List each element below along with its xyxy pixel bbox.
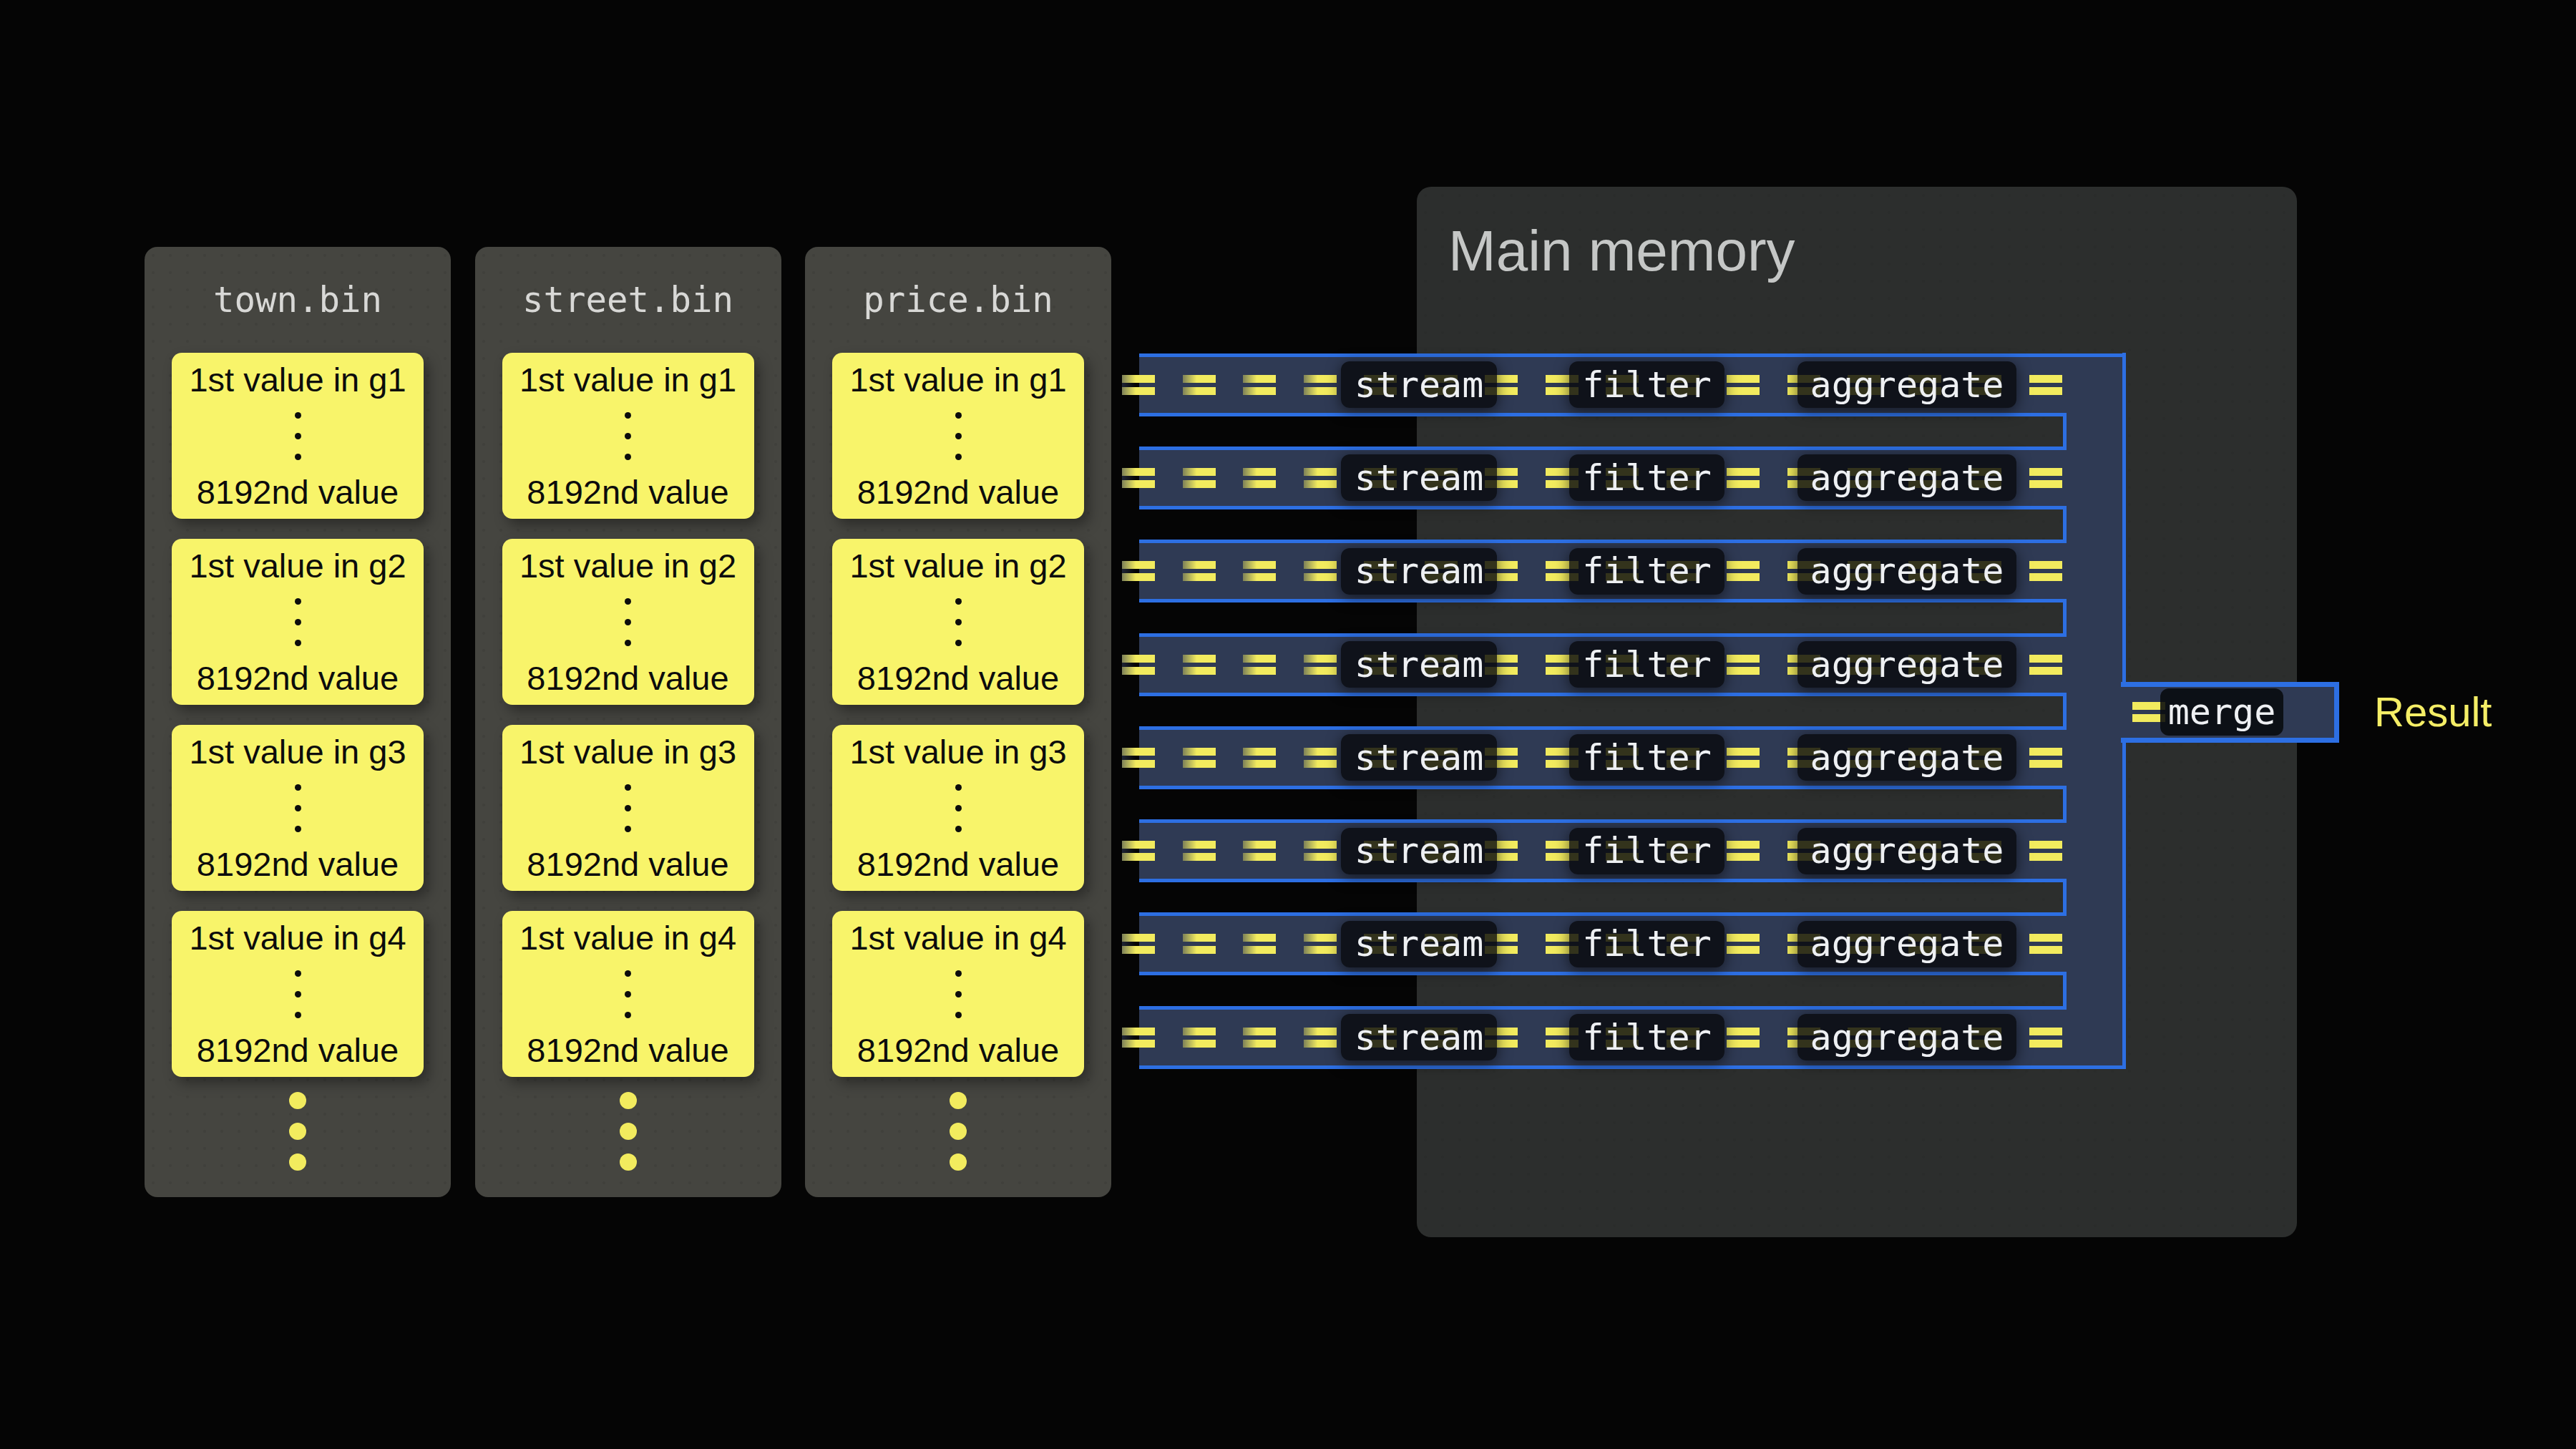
more-groups-dots: [805, 1092, 1111, 1171]
block-last-value: 8192nd value: [197, 846, 399, 883]
data-chunk-icon: [1243, 468, 1276, 488]
operator-filter: filter: [1569, 1014, 1724, 1060]
dot: [295, 598, 301, 605]
block-first-value: 1st value in g4: [849, 919, 1066, 957]
data-chunk-icon: [1122, 934, 1155, 954]
data-chunk-icon: [1304, 841, 1337, 861]
dot: [295, 412, 301, 419]
group-block: 1st value in g48192nd value: [172, 911, 424, 1077]
dot: [950, 1092, 967, 1109]
file-name: street.bin: [475, 283, 781, 318]
ellipsis-dots: [625, 784, 631, 832]
ellipsis-dots: [295, 970, 301, 1018]
operator-aggregate: aggregate: [1797, 828, 2016, 874]
operator-aggregate: aggregate: [1797, 361, 2016, 408]
dot: [955, 826, 962, 832]
dot: [295, 805, 301, 811]
operator-filter: filter: [1569, 454, 1724, 501]
data-chunk-icon: [2029, 655, 2062, 675]
data-chunk-icon: [1304, 934, 1337, 954]
file-panel-town.bin: town.bin1st value in g18192nd value1st v…: [145, 247, 451, 1197]
group-block: 1st value in g38192nd value: [172, 725, 424, 891]
pipeline-row: streamfilteraggregate: [1139, 447, 2126, 509]
operator-aggregate: aggregate: [1797, 641, 2016, 688]
dot: [625, 433, 631, 439]
dot: [625, 1012, 631, 1018]
group-block: 1st value in g28192nd value: [832, 539, 1084, 705]
dot: [295, 1012, 301, 1018]
group-block: 1st value in g38192nd value: [832, 725, 1084, 891]
data-chunk-icon: [1727, 934, 1760, 954]
ellipsis-dots: [955, 970, 962, 1018]
dot: [950, 1123, 967, 1140]
pipeline-row: streamfilteraggregate: [1139, 1006, 2126, 1069]
dot: [625, 619, 631, 625]
dot: [955, 598, 962, 605]
block-first-value: 1st value in g1: [519, 361, 736, 399]
data-chunk-icon: [1243, 748, 1276, 768]
block-first-value: 1st value in g1: [189, 361, 406, 399]
file-name: price.bin: [805, 283, 1111, 318]
dot: [950, 1153, 967, 1171]
operator-filter: filter: [1569, 641, 1724, 688]
dot: [625, 640, 631, 646]
operator-filter: filter: [1569, 361, 1724, 408]
data-chunk-icon: [1122, 1028, 1155, 1048]
dot: [620, 1092, 637, 1109]
group-block: 1st value in g3 8192nd value: [502, 725, 754, 891]
operator-merge: merge: [2160, 688, 2283, 736]
dot: [955, 784, 962, 791]
file-panel-street.bin: street.bin1st value in g18192nd value1st…: [475, 247, 781, 1197]
dot: [625, 784, 631, 791]
data-chunk-icon: [1243, 561, 1276, 581]
dot: [955, 991, 962, 997]
operator-stream: stream: [1341, 734, 1497, 781]
operator-filter: filter: [1569, 548, 1724, 595]
data-chunk-icon: [1122, 375, 1155, 395]
data-chunk-icon: [2029, 934, 2062, 954]
file-name: town.bin: [145, 283, 451, 318]
data-chunk-icon: [1304, 748, 1337, 768]
operator-aggregate: aggregate: [1797, 1014, 2016, 1060]
ellipsis-dots: [955, 784, 962, 832]
block-last-value: 8192nd value: [197, 474, 399, 511]
block-first-value: 1st value in g2: [519, 547, 736, 585]
operator-aggregate: aggregate: [1797, 548, 2016, 595]
data-chunk-icon: [1727, 655, 1760, 675]
block-first-value: 1st value in g4: [189, 919, 406, 957]
dot: [955, 454, 962, 460]
operator-stream: stream: [1341, 361, 1497, 408]
ellipsis-dots: [955, 412, 962, 460]
data-chunk-icon: [1304, 655, 1337, 675]
data-chunk-icon: [1304, 1028, 1337, 1048]
dot: [289, 1123, 306, 1140]
data-chunk-icon: [1183, 934, 1216, 954]
dot: [295, 433, 301, 439]
pipeline-row: streamfilteraggregate: [1139, 912, 2126, 975]
data-chunk-icon: [1183, 748, 1216, 768]
data-chunk-icon: [1183, 561, 1216, 581]
operator-stream: stream: [1341, 548, 1497, 595]
data-chunk-icon: [2029, 748, 2062, 768]
dot: [620, 1153, 637, 1171]
dot: [625, 454, 631, 460]
group-block: 1st value in g48192nd value: [502, 911, 754, 1077]
block-last-value: 8192nd value: [527, 846, 728, 883]
data-chunk-icon: [1183, 841, 1216, 861]
dot: [625, 991, 631, 997]
dot: [955, 412, 962, 419]
data-chunk-icon: [1243, 934, 1276, 954]
dot: [289, 1092, 306, 1109]
file-panel-price.bin: price.bin1st value in g18192nd value1st …: [805, 247, 1111, 1197]
data-chunk-icon: [1183, 655, 1216, 675]
data-chunk-icon: [2029, 1028, 2062, 1048]
dot: [625, 805, 631, 811]
data-chunk-icon: [1727, 748, 1760, 768]
dot: [295, 619, 301, 625]
group-block: 1st value in g28192nd value: [502, 539, 754, 705]
dot: [955, 619, 962, 625]
data-chunk-icon: [1183, 1028, 1216, 1048]
block-first-value: 1st value in g3: [519, 733, 736, 771]
dot: [295, 640, 301, 646]
